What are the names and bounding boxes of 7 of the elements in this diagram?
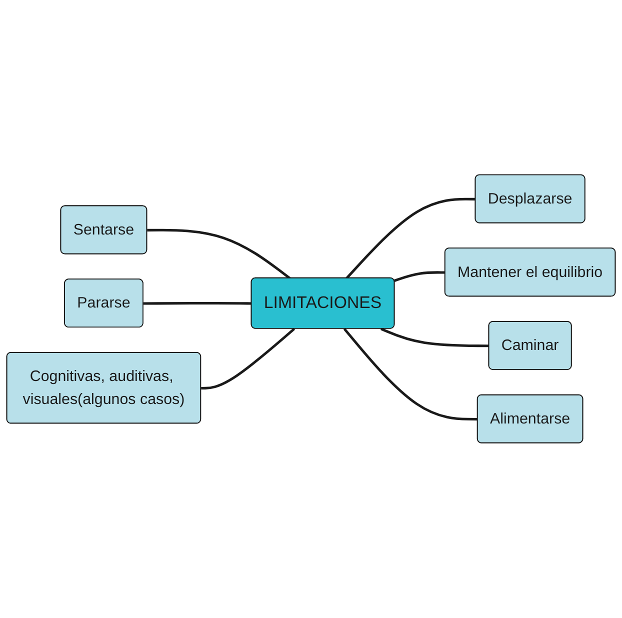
connector [343,328,478,421]
connector [394,271,446,282]
connector [201,328,296,390]
connector [147,229,291,280]
connector [380,328,490,348]
connector [143,302,252,305]
connector [346,198,476,280]
